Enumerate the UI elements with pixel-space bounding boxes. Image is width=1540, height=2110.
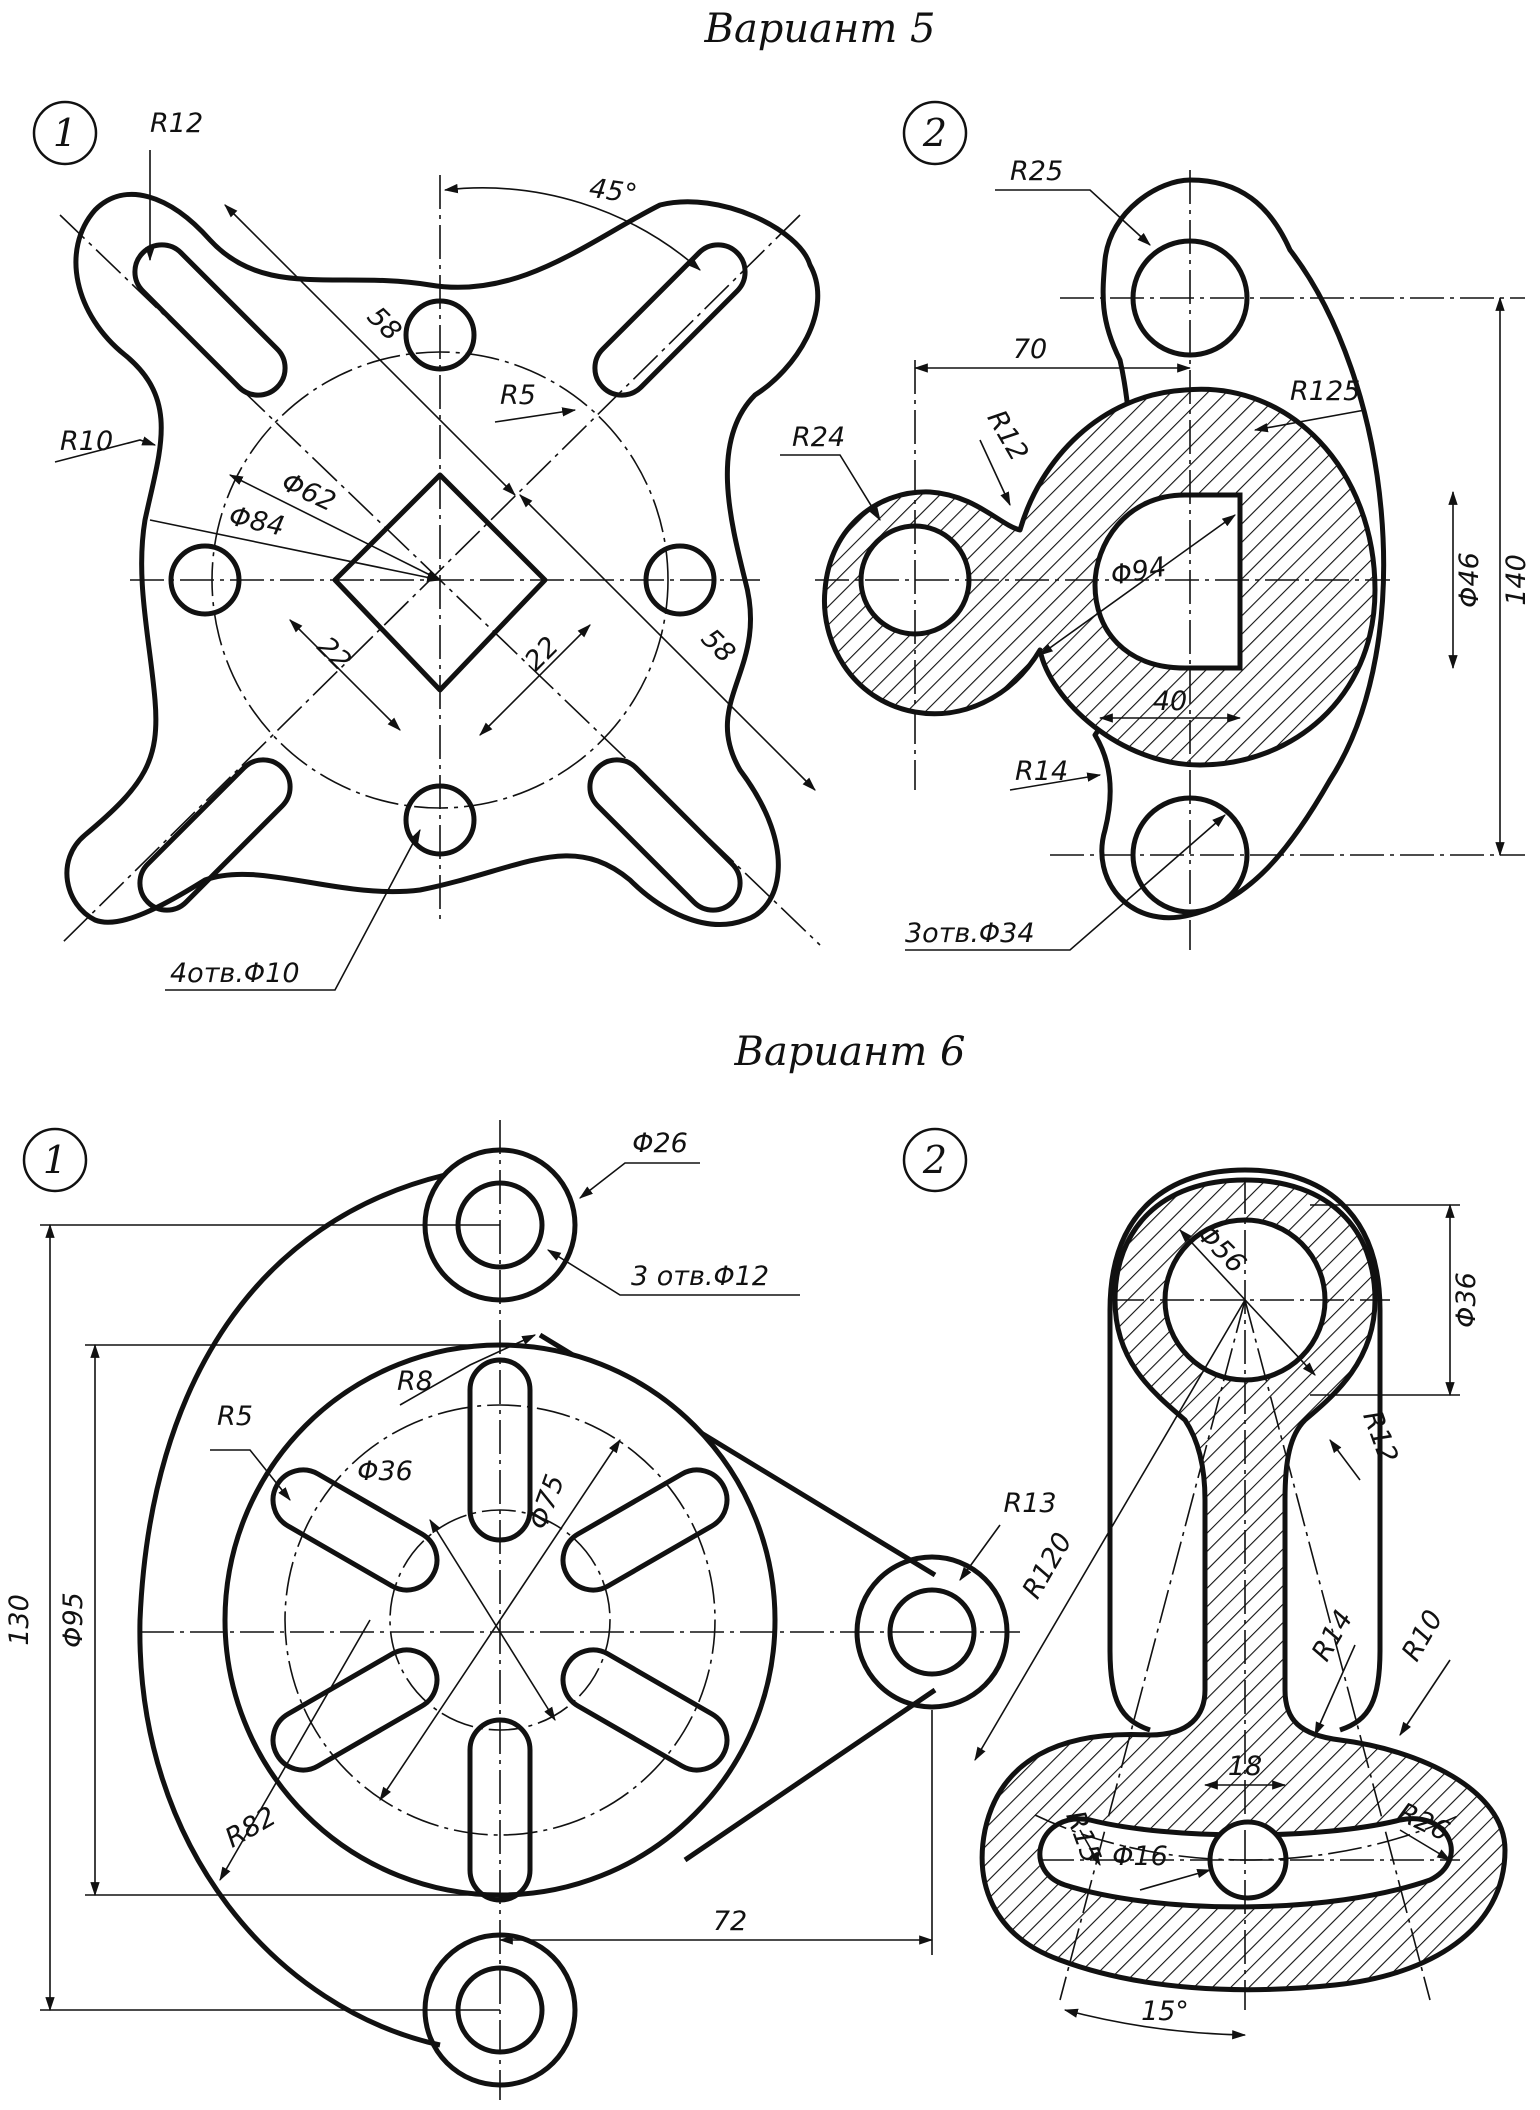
dimension-line xyxy=(289,619,401,731)
dimension-label: R10 xyxy=(1396,1605,1449,1667)
figure-number-circle xyxy=(902,1127,968,1193)
dimension-label: 3 отв.Φ12 xyxy=(631,1261,769,1292)
dimension-label: 140 xyxy=(1501,554,1532,606)
dimension-label: 58 xyxy=(695,623,741,669)
leader-line xyxy=(780,454,881,521)
figure-number: 1 xyxy=(43,1138,67,1182)
leader-line xyxy=(399,1334,537,1406)
leader-line xyxy=(995,189,1151,246)
dimension-label: 130 xyxy=(4,1594,35,1646)
dimension-label: R125 xyxy=(1290,376,1360,407)
figure-number-circle xyxy=(32,100,98,166)
dimension-line xyxy=(1179,1229,1316,1376)
dimension-label: R10 xyxy=(60,426,113,457)
dimension-label: 70 xyxy=(1013,334,1047,365)
leader-line xyxy=(1399,1829,1452,1861)
dimension-label: 72 xyxy=(713,1906,747,1937)
hole xyxy=(403,783,477,857)
figure-number-circle xyxy=(902,100,968,166)
dimension-label: 18 xyxy=(1228,1751,1262,1782)
dimension-label: Φ84 xyxy=(226,501,287,543)
leader-line xyxy=(959,1524,1001,1581)
dimension-label: Φ95 xyxy=(58,1592,89,1648)
dimension-label: 45° xyxy=(587,173,639,210)
dimension-label: 4отв.Φ10 xyxy=(170,958,300,989)
variant-6-figure-1: 1 Φ26 3 отв. xyxy=(4,1120,1057,2100)
figure-number: 2 xyxy=(922,1138,947,1182)
dimension-line xyxy=(974,1299,1246,1762)
dimension-line xyxy=(1039,514,1236,656)
leader-line xyxy=(494,407,577,423)
leader-line xyxy=(1253,409,1366,433)
angle-dimension-line xyxy=(1063,2008,1247,2040)
dimension-label: R5 xyxy=(500,380,536,411)
dimension-label: R120 xyxy=(1017,1528,1079,1604)
axial-circle xyxy=(284,1404,716,1836)
dimension-label: 22 xyxy=(519,631,565,677)
dimension-label: 15° xyxy=(1141,1996,1189,2027)
leader-line xyxy=(979,439,1011,507)
angle-axis xyxy=(1059,1299,1246,2001)
dimension-label: Φ36 xyxy=(357,1456,413,1487)
angle-axis xyxy=(1244,1299,1431,2001)
dimension-label: Φ36 xyxy=(1451,1272,1482,1328)
dimension-label: R8 xyxy=(397,1366,433,1397)
leader-line xyxy=(165,828,421,991)
dimension-label: 3отв.Φ34 xyxy=(905,918,1035,949)
dimension-line xyxy=(479,624,591,736)
leader-line xyxy=(547,1249,800,1296)
dimension-label: R12 xyxy=(1356,1407,1403,1468)
dimension-label: 22 xyxy=(311,631,357,677)
leader-line xyxy=(579,1162,700,1199)
dimension-label: R24 xyxy=(792,422,845,453)
dimension-line xyxy=(219,1619,371,1882)
leader-line xyxy=(1314,1644,1356,1737)
outer-arm-contour xyxy=(1107,1167,1383,1733)
dimension-label: 58 xyxy=(361,301,407,347)
leader-line xyxy=(1009,772,1102,791)
slot xyxy=(587,757,743,913)
dimension-label: R82 xyxy=(220,1801,282,1854)
slot xyxy=(592,242,748,398)
dimension-label: Φ16 xyxy=(1112,1841,1168,1872)
leader-line xyxy=(905,814,1226,951)
figure-number: 2 xyxy=(922,111,947,155)
figure-number-circle xyxy=(22,1127,88,1193)
dimension-line xyxy=(149,519,442,582)
slot-axis-arc xyxy=(1034,1814,1461,1861)
variant-6-title: Вариант 6 xyxy=(734,1029,966,1075)
leader-line xyxy=(210,1449,291,1501)
variant-5-figure-2: 2 R25 70 R125 R24 R12 Φ94 Φ46 140 40 R14… xyxy=(780,100,1532,951)
dimension-label: R5 xyxy=(217,1401,253,1432)
dimension-label: Φ26 xyxy=(632,1128,688,1159)
dimension-label: R13 xyxy=(1003,1488,1056,1519)
variant-6-figure-2: 2 Φ56 Φ36 R12 R120 R14 R10 18 R15 Φ16 xyxy=(902,1127,1508,2040)
dimension-line xyxy=(429,1519,556,1721)
dimension-label: R14 xyxy=(1015,756,1068,787)
dimension-label: Φ46 xyxy=(1454,552,1485,608)
outer-contour-arc xyxy=(137,1172,446,2048)
leader-line xyxy=(1399,1659,1451,1736)
dimension-label: R25 xyxy=(1010,156,1063,187)
dimension-label: 40 xyxy=(1153,686,1187,717)
dimension-line xyxy=(519,494,816,791)
figure-number: 1 xyxy=(53,111,77,155)
dimension-label: R12 xyxy=(150,108,203,139)
variant-5-figure-1: 1 R12 45° 58 R5 xyxy=(32,100,821,991)
leader-line xyxy=(1139,1869,1212,1891)
leader-line xyxy=(54,436,157,463)
leader-line xyxy=(1079,1829,1101,1867)
dimension-line xyxy=(228,474,442,581)
dimension-line xyxy=(224,204,516,496)
slot xyxy=(137,757,293,913)
leader-line xyxy=(1329,1439,1361,1481)
angle-dimension-line xyxy=(443,183,701,271)
dimension-label: R14 xyxy=(1306,1605,1359,1667)
variant-5-title: Вариант 5 xyxy=(704,6,936,52)
